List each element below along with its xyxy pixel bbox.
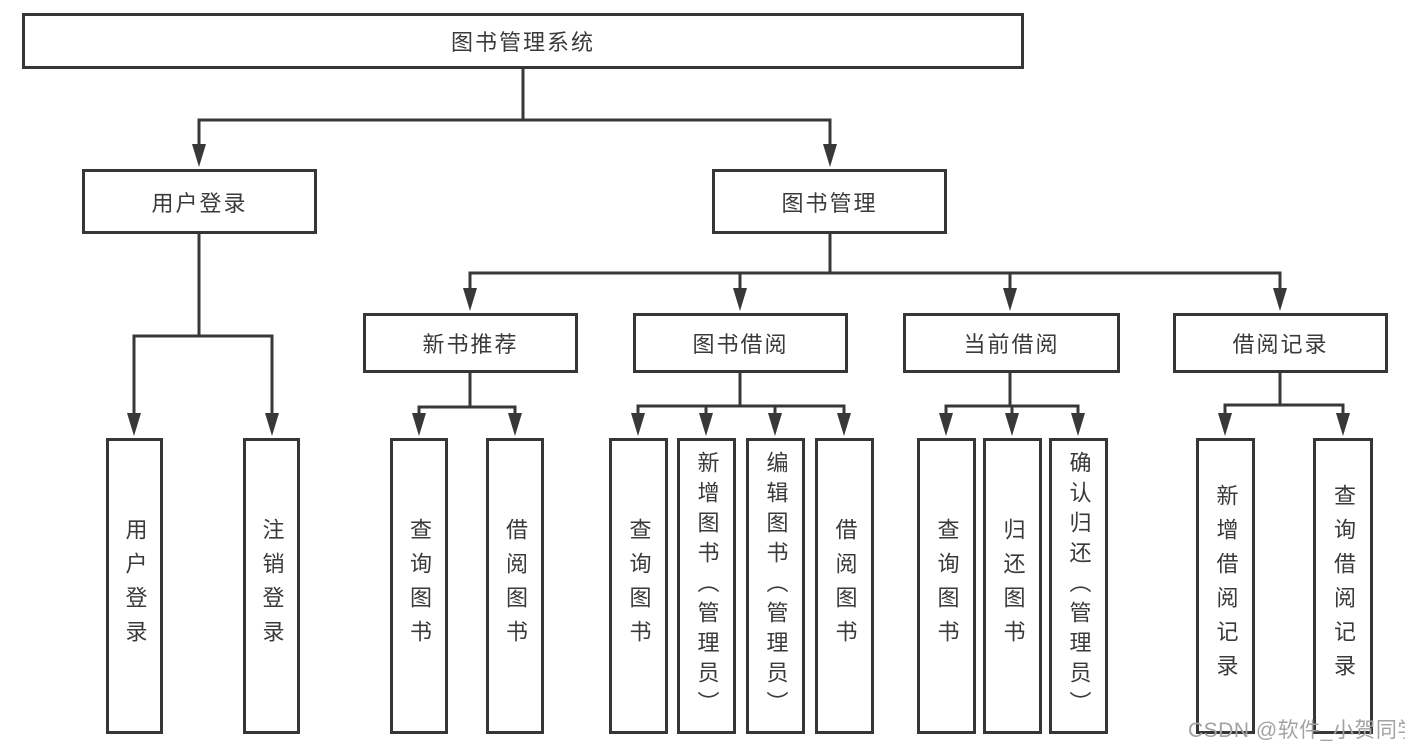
node-book-management: 图书管理 <box>712 169 947 234</box>
node-book-borrow: 图书借阅 <box>633 313 848 373</box>
node-label: 图书借阅 <box>692 332 789 357</box>
leaf-label: 用户登录 <box>122 518 148 654</box>
arrowheads <box>127 144 1350 436</box>
leaf-label: 查询图书 <box>407 518 432 654</box>
node-root-system: 图书管理系统 <box>22 13 1024 69</box>
node-current-borrow: 当前借阅 <box>903 313 1120 373</box>
leaf-query-borrow-record: 查询借阅记录 <box>1313 438 1373 734</box>
leaf-query-book: 查询图书 <box>917 438 976 734</box>
node-label: 图书管理系统 <box>450 30 595 55</box>
leaf-query-book: 查询图书 <box>609 438 668 734</box>
leaf-label: 编辑图书（管理员） <box>763 451 789 721</box>
leaf-query-book: 查询图书 <box>390 438 448 734</box>
node-label: 新书推荐 <box>422 332 519 357</box>
leaf-edit-book-admin: 编辑图书（管理员） <box>746 438 805 734</box>
leaf-label: 查询图书 <box>934 518 960 654</box>
leaf-label: 新增图书（管理员） <box>694 451 720 721</box>
leaf-borrow-book: 借阅图书 <box>486 438 544 734</box>
node-label: 当前借阅 <box>963 332 1060 357</box>
node-new-book-recommend: 新书推荐 <box>363 313 578 373</box>
csdn-watermark: CSDN @软件_小贺同学 <box>1188 719 1405 742</box>
leaf-label: 借阅图书 <box>503 518 528 654</box>
leaf-label: 新增借阅记录 <box>1213 484 1239 688</box>
leaf-logout-login: 注销登录 <box>243 438 300 734</box>
leaf-label: 借阅图书 <box>832 518 858 654</box>
leaf-user-login: 用户登录 <box>106 438 163 734</box>
leaf-label: 确认归还（管理员） <box>1066 451 1092 721</box>
leaf-borrow-book: 借阅图书 <box>815 438 874 734</box>
leaf-label: 查询借阅记录 <box>1331 484 1356 688</box>
node-borrow-records: 借阅记录 <box>1173 313 1388 373</box>
leaf-confirm-return-admin: 确认归还（管理员） <box>1049 438 1108 734</box>
leaf-return-book: 归还图书 <box>983 438 1042 734</box>
node-label: 借阅记录 <box>1232 332 1329 357</box>
leaf-label: 查询图书 <box>626 518 652 654</box>
leaf-label: 归还图书 <box>1000 518 1026 654</box>
node-label: 用户登录 <box>151 190 248 216</box>
leaf-add-borrow-record: 新增借阅记录 <box>1196 438 1255 734</box>
node-label: 图书管理 <box>781 190 878 216</box>
node-user-login: 用户登录 <box>82 169 317 234</box>
leaf-add-book-admin: 新增图书（管理员） <box>677 438 736 734</box>
leaf-label: 注销登录 <box>259 518 285 654</box>
